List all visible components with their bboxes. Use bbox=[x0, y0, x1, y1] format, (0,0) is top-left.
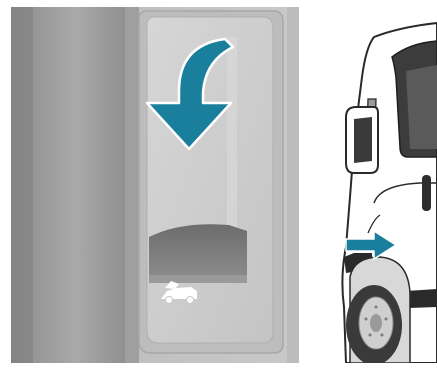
wheel-nut bbox=[385, 318, 388, 321]
side-window-glass bbox=[406, 65, 437, 149]
van-overview-panel bbox=[310, 7, 437, 363]
lever-highlight bbox=[227, 37, 237, 231]
pull-recess bbox=[149, 224, 247, 275]
wheel-nut bbox=[369, 334, 372, 337]
bonnet-release-detail-illustration bbox=[11, 7, 299, 363]
door-handle bbox=[422, 175, 431, 211]
pull-recess-lip bbox=[149, 275, 247, 283]
wheel-nut bbox=[381, 334, 384, 337]
bonnet-release-detail-panel bbox=[11, 7, 299, 363]
wheel-hub bbox=[370, 314, 382, 332]
side-mirror bbox=[346, 99, 378, 173]
wheel-nut bbox=[375, 306, 378, 309]
van-front-illustration bbox=[310, 7, 437, 363]
door-pillar-shadow bbox=[11, 7, 33, 363]
trim-edge-right bbox=[287, 7, 299, 363]
trim-edge bbox=[125, 7, 139, 363]
wheel-nut bbox=[365, 318, 368, 321]
